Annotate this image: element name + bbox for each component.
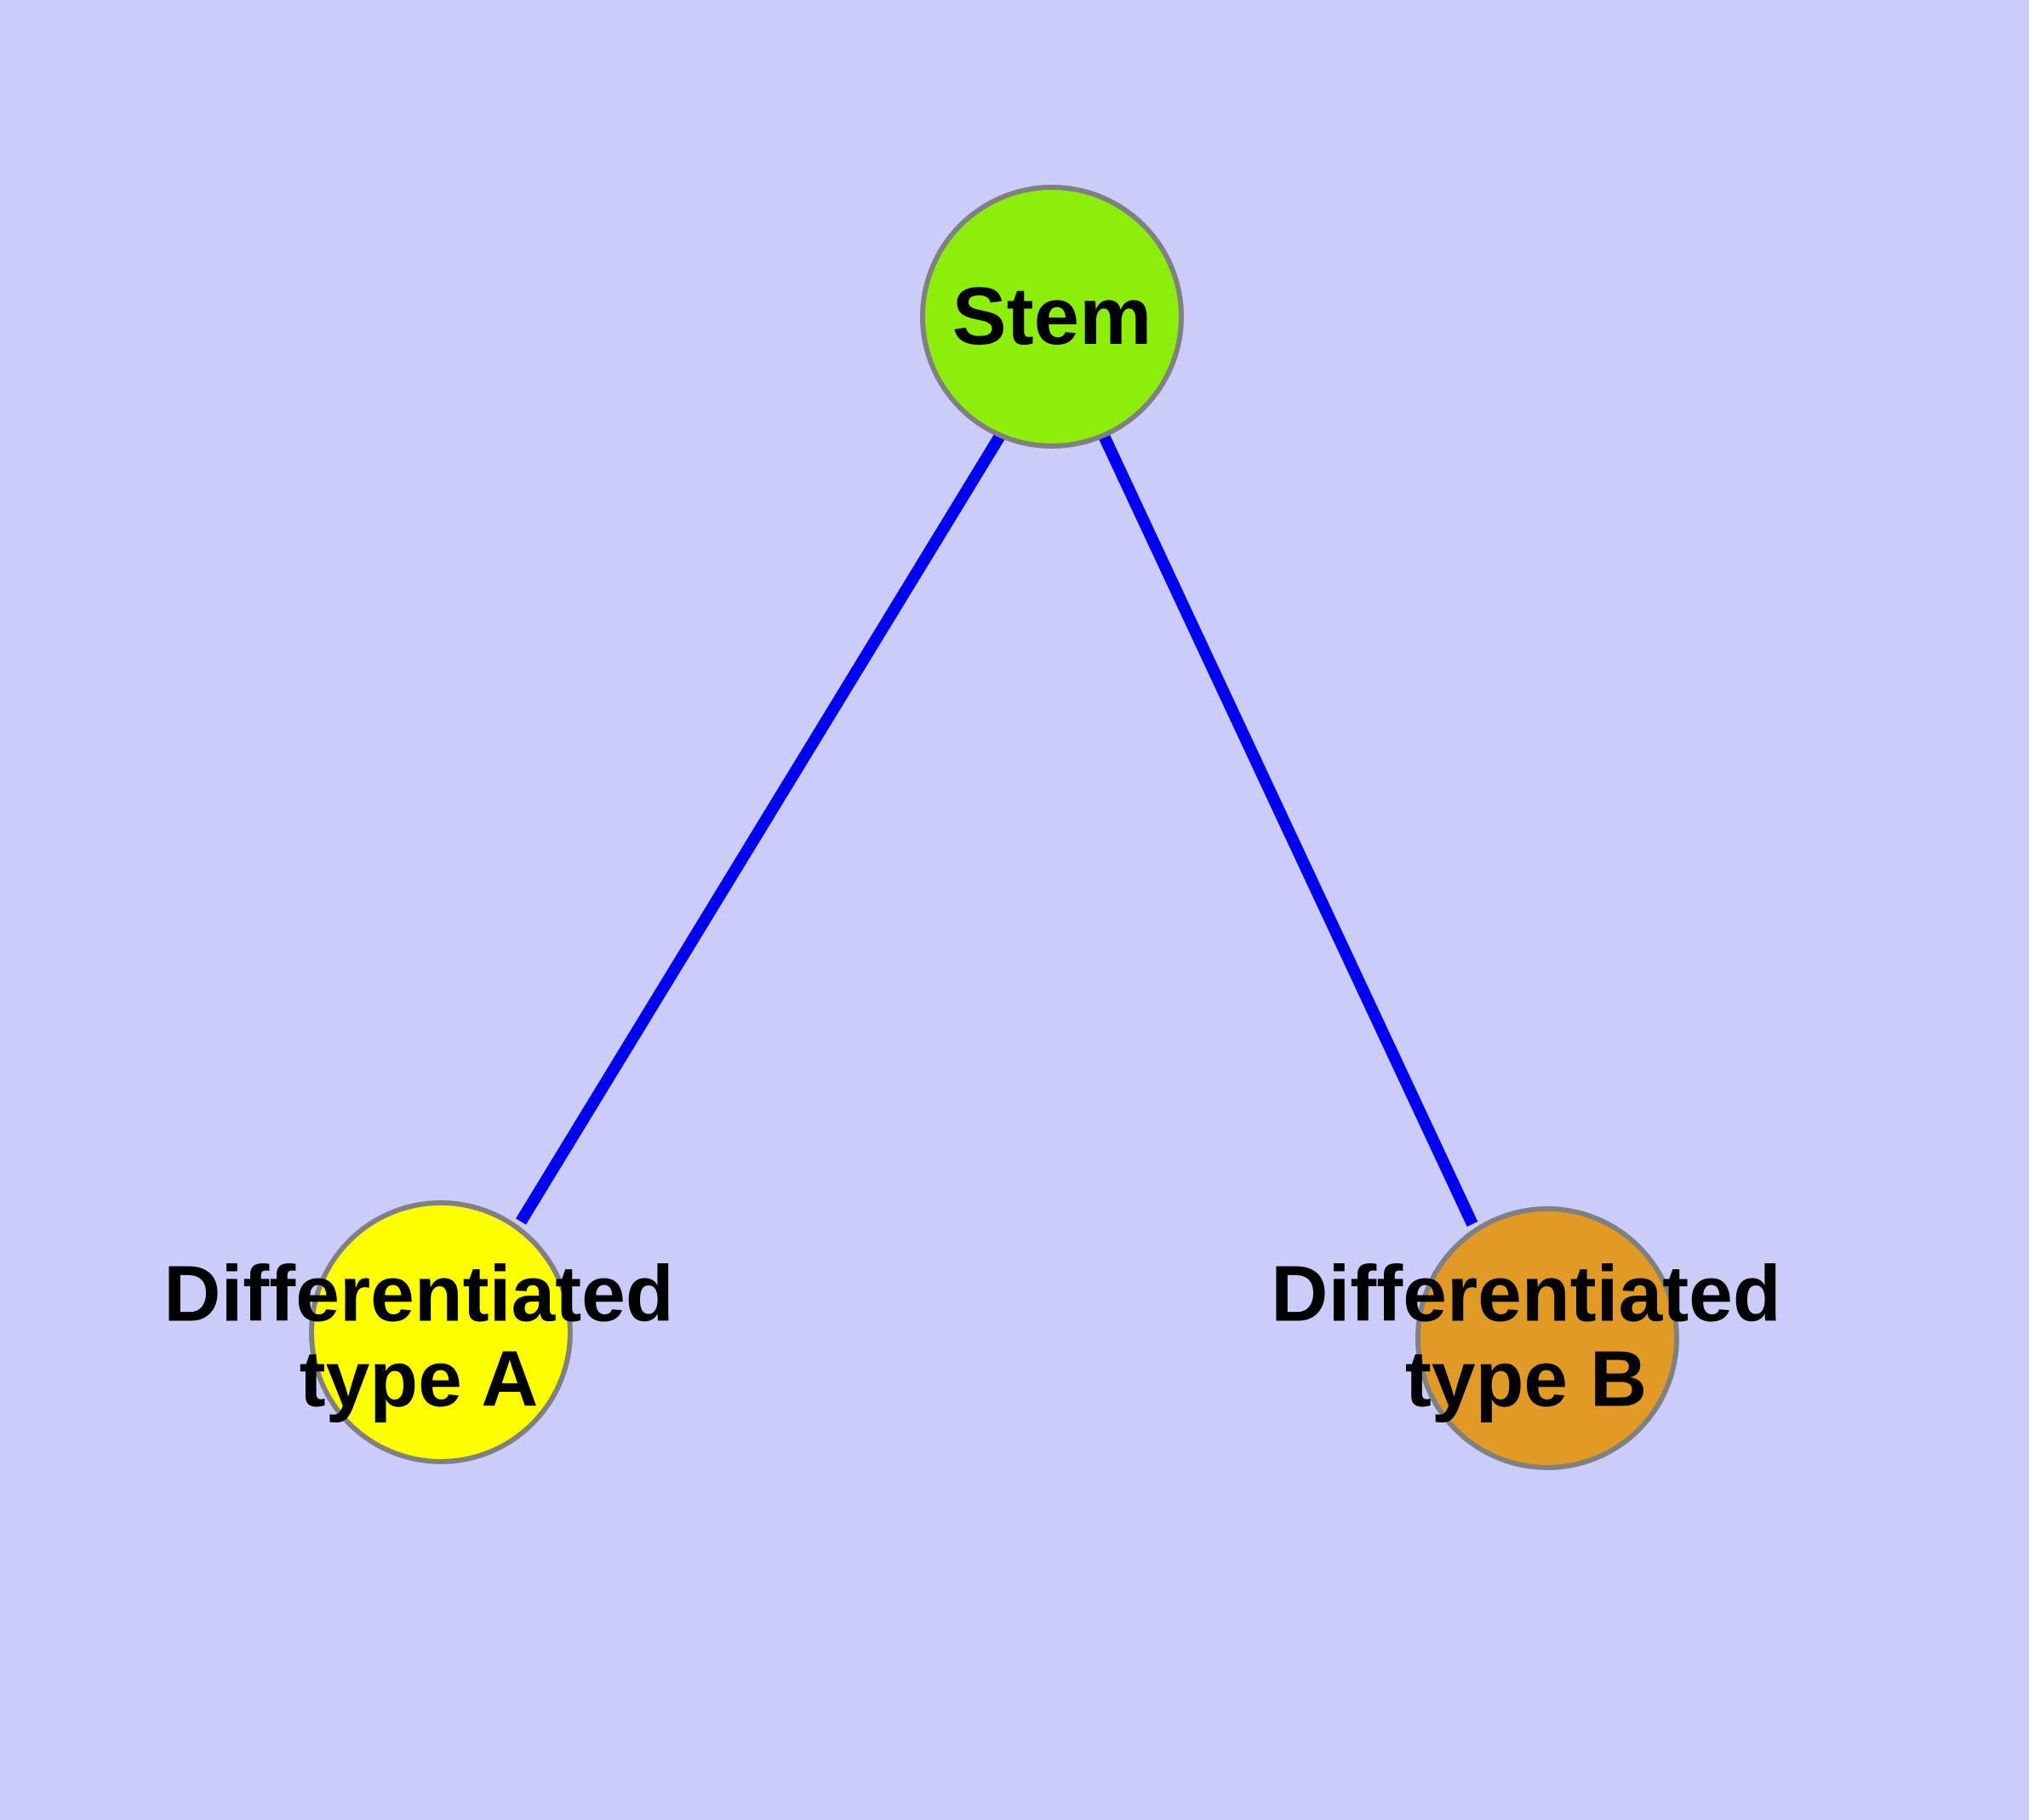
graph-edge-stem-diff_a[interactable] bbox=[516, 432, 1005, 1225]
edges-layer bbox=[516, 432, 1478, 1227]
graph-node-stem[interactable] bbox=[920, 185, 1184, 449]
graph-node-diff_a[interactable] bbox=[309, 1200, 573, 1464]
nodes-layer bbox=[309, 185, 1679, 1470]
graph-edge-stem-diff_b[interactable] bbox=[1098, 433, 1478, 1227]
graph-node-diff_b[interactable] bbox=[1415, 1206, 1679, 1470]
